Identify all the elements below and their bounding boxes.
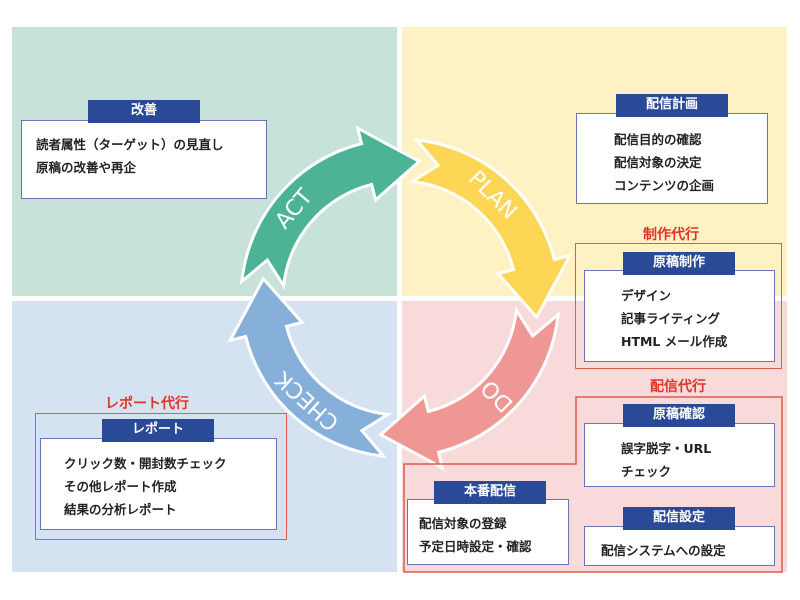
delivery-plan-item: 配信対象の決定 <box>614 155 702 170</box>
manuscript-check-box <box>584 423 775 487</box>
improvement-lines: 読者属性（ターゲット）の見直し 原稿の改善や再企 <box>36 133 224 179</box>
manuscript-check-lines: 誤字脱字・URL チェック <box>621 437 711 483</box>
live-delivery-item: 配信対象の登録 <box>419 516 507 531</box>
improvement-item: 原稿の改善や再企 <box>36 160 137 175</box>
delivery-settings-lines: 配信システムへの設定 <box>601 539 726 562</box>
live-delivery-title: 本番配信 <box>434 481 546 504</box>
act-arrow <box>239 125 422 291</box>
improvement-item: 読者属性（ターゲット）の見直し <box>36 137 224 152</box>
delivery-outsourcing-label: 配信代行 <box>650 379 706 395</box>
delivery-settings-item: 配信システムへの設定 <box>601 543 726 558</box>
manuscript-production-title: 原稿制作 <box>623 252 735 275</box>
report-outsourcing-frame <box>35 413 287 540</box>
delivery-plan-title: 配信計画 <box>616 94 728 117</box>
live-delivery-box <box>407 499 569 565</box>
delivery-settings-box <box>584 526 775 566</box>
manuscript-production-item: HTML メール作成 <box>621 334 728 349</box>
production-outsourcing-label: 制作代行 <box>643 227 699 243</box>
do-arrow <box>378 305 561 471</box>
manuscript-production-box <box>584 270 775 362</box>
report-item: クリック数・開封数チェック <box>64 456 227 471</box>
check-arrow <box>227 276 393 459</box>
manuscript-production-item: 記事ライティング <box>621 311 721 326</box>
manuscript-production-item: デザイン <box>621 288 672 303</box>
report-box <box>40 438 277 530</box>
delivery-plan-item: コンテンツの企画 <box>614 178 715 193</box>
plan-arrow <box>407 137 573 320</box>
report-item: その他レポート作成 <box>64 479 177 494</box>
production-outsourcing-frame <box>575 243 782 369</box>
report-title: レポート <box>102 419 214 442</box>
improvement-title: 改善 <box>88 100 200 123</box>
delivery-settings-title: 配信設定 <box>623 507 735 530</box>
manuscript-check-title: 原稿確認 <box>623 404 735 427</box>
live-delivery-lines: 配信対象の登録 予定日時設定・確認 <box>419 512 532 558</box>
report-outsourcing-label: レポート代行 <box>105 396 189 412</box>
report-item: 結果の分析レポート <box>64 502 177 517</box>
manuscript-production-lines: デザイン 記事ライティング HTML メール作成 <box>621 284 727 353</box>
live-delivery-item: 予定日時設定・確認 <box>419 539 532 554</box>
delivery-plan-item: 配信目的の確認 <box>614 132 702 147</box>
delivery-plan-lines: 配信目的の確認 配信対象の決定 コンテンツの企画 <box>614 128 714 197</box>
manuscript-check-item: 誤字脱字・URL <box>621 441 712 456</box>
manuscript-check-item: チェック <box>621 464 672 479</box>
report-lines: クリック数・開封数チェック その他レポート作成 結果の分析レポート <box>64 452 227 521</box>
improvement-box <box>21 120 267 199</box>
